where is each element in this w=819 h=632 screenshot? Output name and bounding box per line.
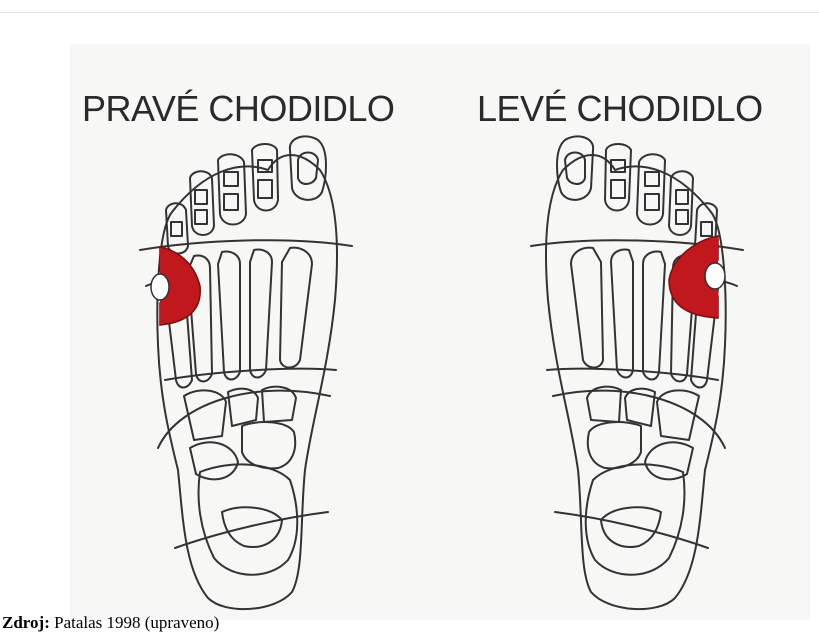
caption-text: Patalas 1998 (upraveno) bbox=[54, 613, 219, 632]
left-foot-highlight-marker bbox=[669, 236, 725, 318]
figure-caption: Zdroj: Patalas 1998 (upraveno) bbox=[2, 614, 219, 631]
caption-label: Zdroj: bbox=[2, 613, 50, 632]
right-foot-drawing bbox=[140, 136, 352, 609]
left-foot-drawing bbox=[531, 136, 743, 609]
